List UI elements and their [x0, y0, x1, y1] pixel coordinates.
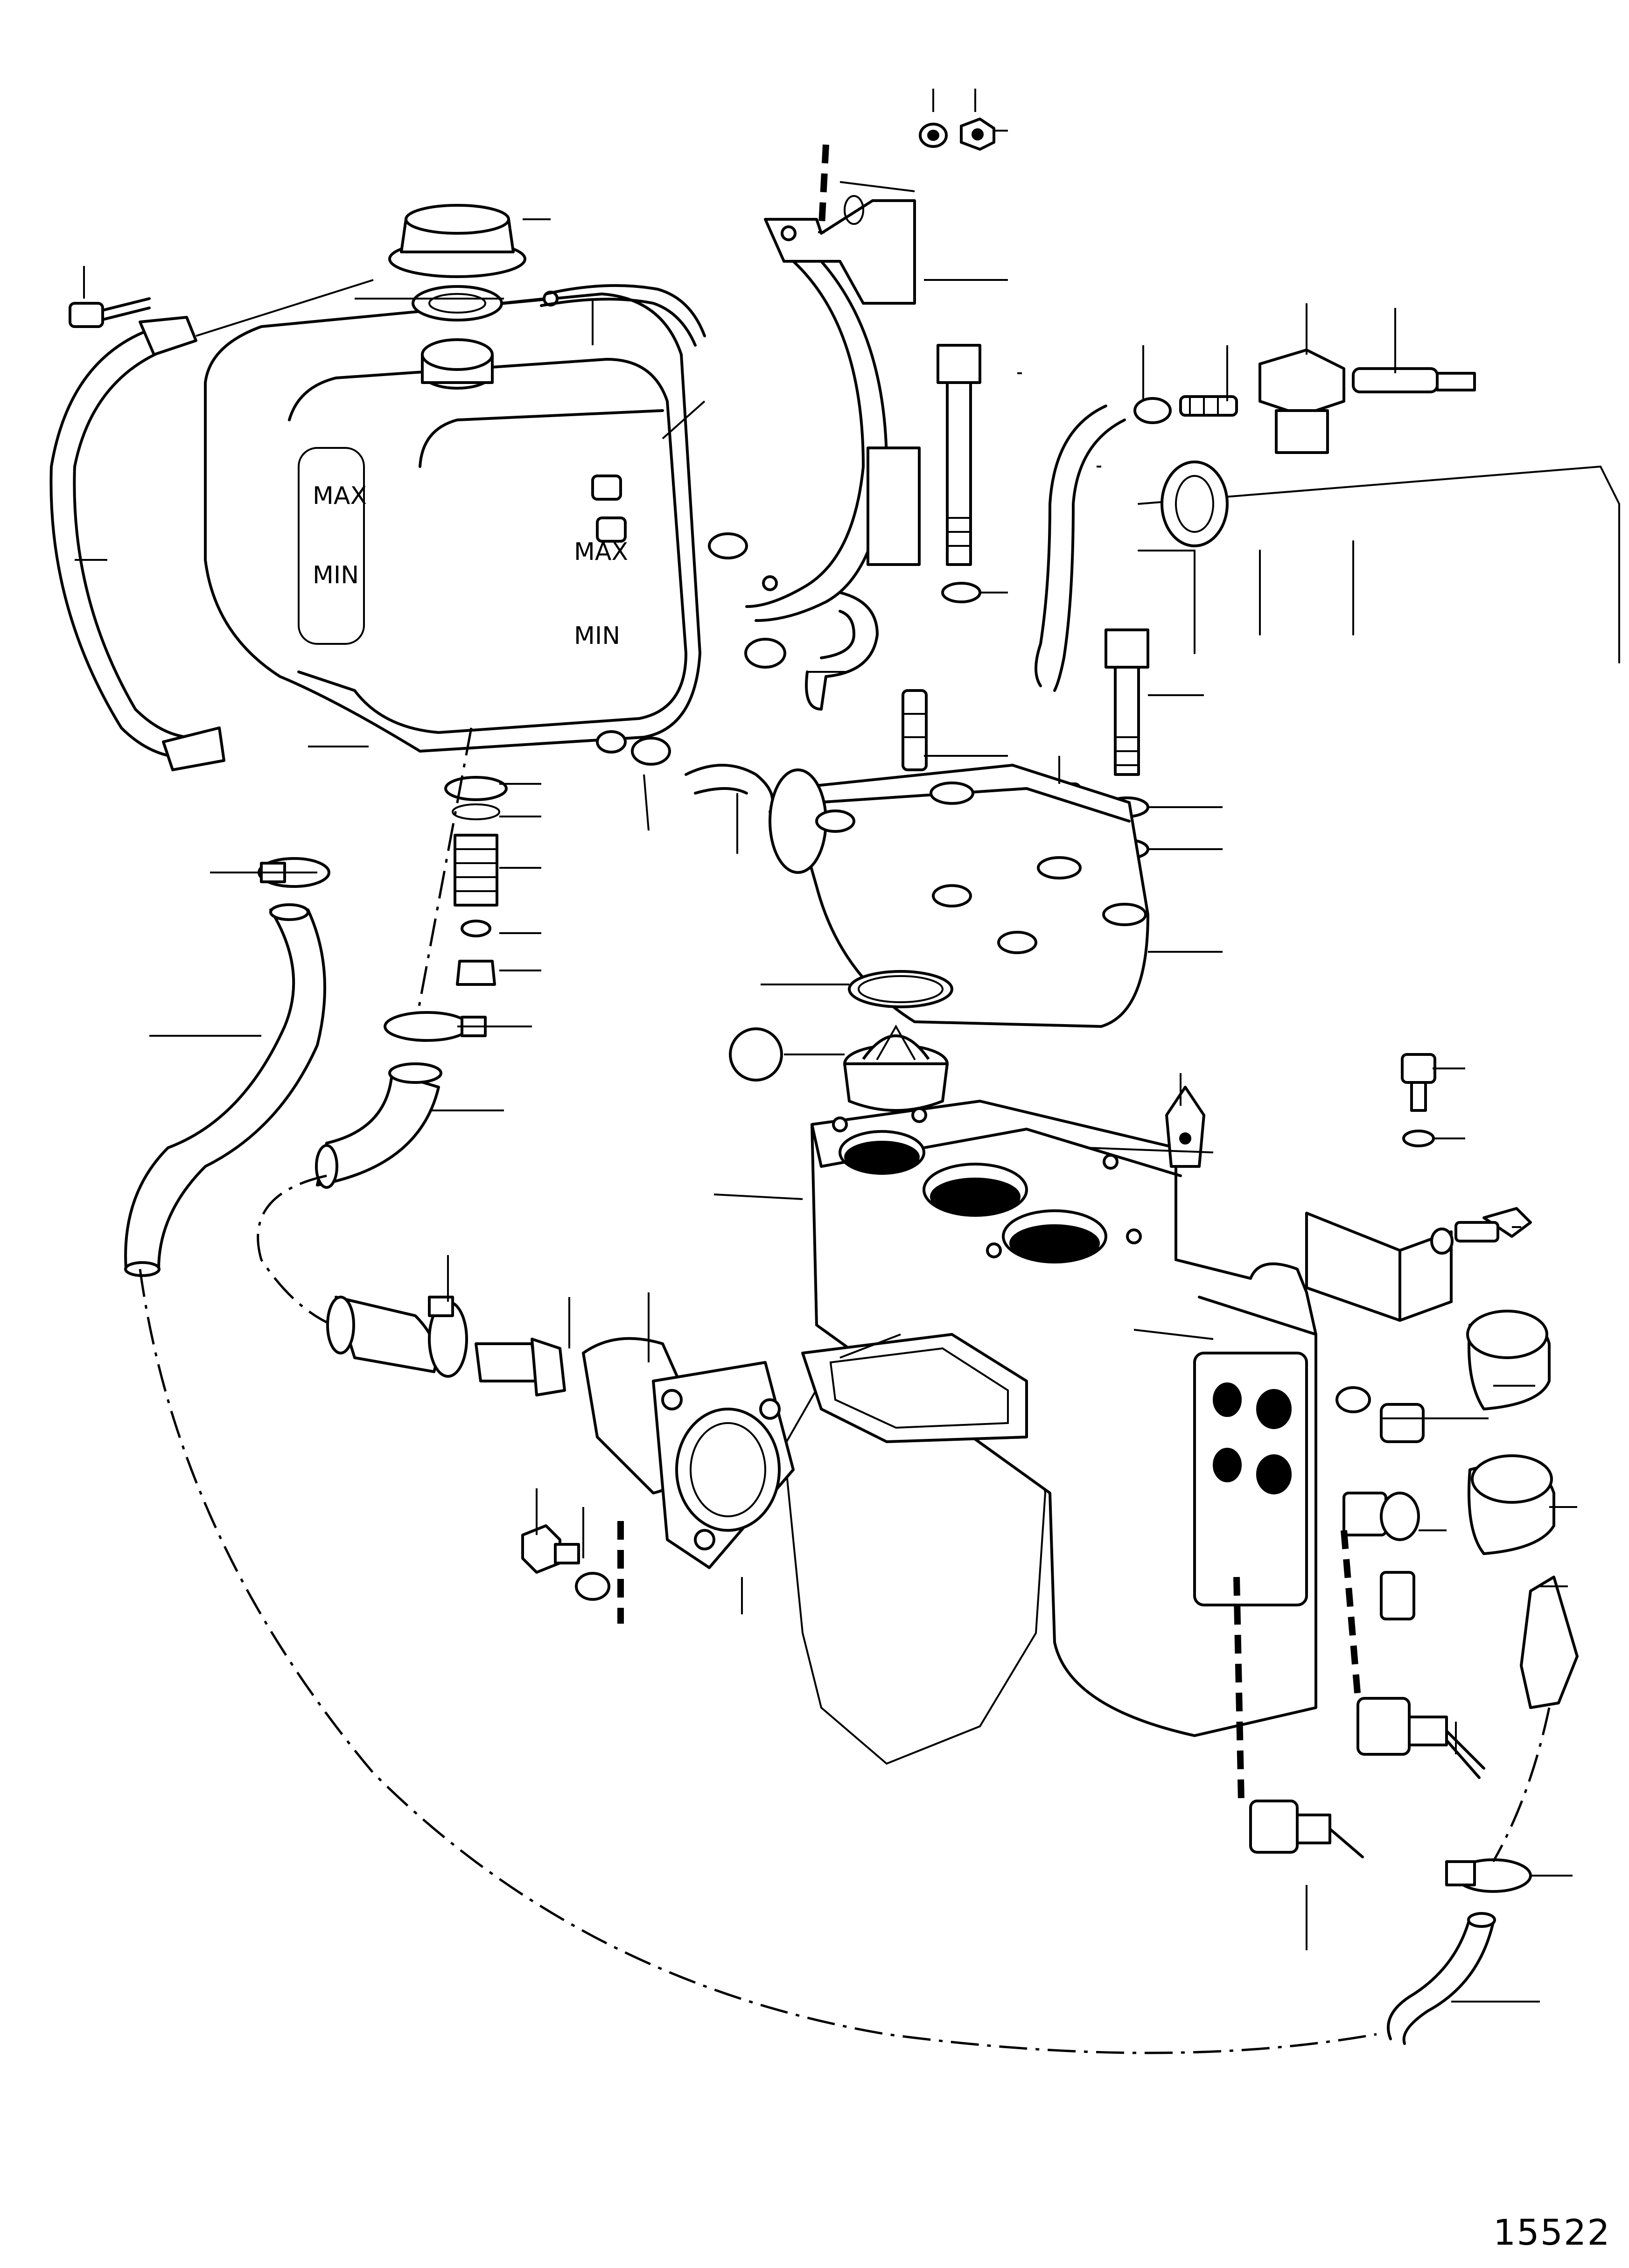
- lower-left-hose: [124, 903, 326, 1277]
- bracket-washer: [919, 123, 948, 148]
- tank-bracket: [745, 195, 921, 622]
- heat-exchanger-housing: [811, 1100, 1317, 1737]
- hose-nipple: [1179, 395, 1238, 417]
- bleed-nipple: [902, 689, 928, 771]
- bracket-bolt: [1454, 1207, 1532, 1242]
- tank-min-mark: MIN: [574, 622, 620, 650]
- anode-plug: [1380, 1403, 1425, 1443]
- tank-min-mark-small: MIN: [313, 561, 359, 589]
- elbow-hose: [315, 1062, 442, 1189]
- temperature-switch: [1249, 1800, 1364, 1858]
- elbow-washer: [575, 1572, 610, 1601]
- hose-clamp-small-2: [744, 638, 786, 669]
- anode-washer: [1335, 1386, 1371, 1413]
- tank-bypass-hose: [805, 591, 879, 711]
- vent-valve: [1352, 367, 1476, 393]
- filler-cap: [388, 204, 526, 278]
- neck-ring: [412, 285, 559, 321]
- thermostat-housing: [769, 764, 1149, 1028]
- housing-bolt-short: [1105, 628, 1149, 776]
- expansion-tank: MAX MIN MAX MIN: [204, 293, 701, 753]
- housing-bolt-long: [937, 344, 981, 566]
- tank-nipple: [591, 475, 627, 543]
- tank-strap: [49, 316, 225, 771]
- leader-lines: [75, 89, 1577, 2003]
- overflow-hose: [540, 284, 706, 347]
- hose-clamp-small-1: [708, 532, 748, 559]
- coolant-route-right: [1492, 1707, 1551, 1863]
- assembly-axis-sender: [1341, 1530, 1361, 1699]
- hose-adapter: [475, 1338, 566, 1396]
- upper-hose-clamp: [1133, 397, 1172, 424]
- elbow-bolt: [521, 1524, 580, 1574]
- thermostat-seal-ring: [848, 970, 953, 1008]
- strap-bolt: [69, 297, 151, 328]
- temperature-sender: [1356, 1697, 1485, 1779]
- angle-union: [1520, 1576, 1579, 1709]
- zinc-anode-lower: [1468, 1454, 1555, 1555]
- coolant-route-outer: [139, 1269, 1377, 2054]
- engine-outlet-fitting: [1161, 461, 1229, 547]
- drain-plug: [1380, 1571, 1415, 1620]
- thermostat: [843, 1024, 949, 1112]
- bracket-washer-2: [1430, 1228, 1454, 1255]
- coolant-route-inner: [257, 1174, 346, 1331]
- union-nut: [1258, 349, 1345, 454]
- tank-valve-stack: [444, 776, 508, 986]
- inlet-hose-stub: [326, 1296, 438, 1373]
- tank-outlet-hose: [596, 730, 774, 813]
- zinc-anode-upper: [1466, 1310, 1551, 1410]
- reducing-nipple: [1342, 1492, 1420, 1541]
- bracket-nut: [960, 118, 995, 151]
- housing-washer-1: [941, 582, 981, 603]
- water-inlet-elbow: [582, 1337, 795, 1569]
- assembly-axis-switch: [1233, 1577, 1244, 1801]
- upper-right-hose: [1035, 405, 1126, 692]
- lower-right-hose: [1387, 1912, 1496, 2045]
- inlet-hose-clamp: [428, 1296, 468, 1378]
- lower-right-clamp: [1445, 1858, 1532, 1893]
- reference-circle-marker: [729, 1027, 783, 1082]
- mounting-bracket: [1305, 1212, 1453, 1322]
- assembly-axis-tank: [414, 727, 473, 1027]
- small-washer: [1402, 1130, 1435, 1147]
- assembly-axis-upper: [818, 144, 829, 234]
- elbow-gasket: [801, 1333, 1028, 1443]
- small-bolt: [1401, 1053, 1436, 1112]
- lifting-eye: [1165, 1086, 1205, 1168]
- figure-number: 15522: [1493, 2212, 1611, 2253]
- tank-max-mark-small: MAX: [313, 482, 367, 510]
